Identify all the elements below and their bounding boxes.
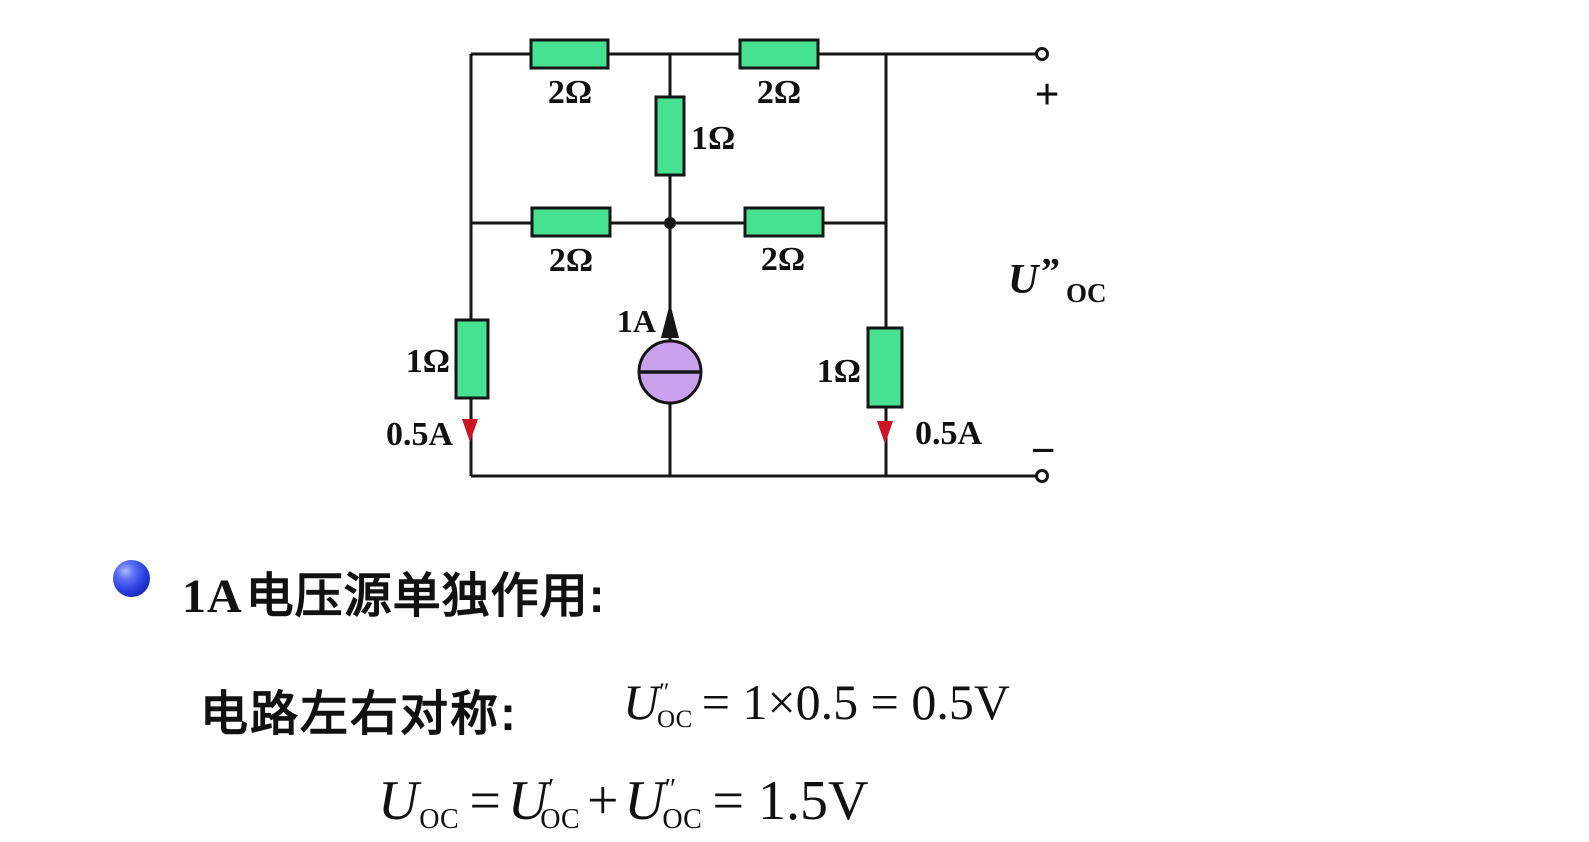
f1-rhs: = 1×0.5 = 0.5V bbox=[701, 674, 1010, 730]
terminal-top-icon bbox=[1035, 47, 1049, 61]
f2-u1: U bbox=[378, 770, 419, 832]
f2-u3: U bbox=[624, 770, 665, 832]
label-r-right: 1Ω bbox=[817, 353, 861, 390]
resistor-left-1ohm bbox=[454, 318, 490, 400]
note-line1-text: 电压源单独作用: bbox=[245, 570, 606, 623]
label-voc-base: U bbox=[1008, 257, 1041, 303]
label-current-left: 0.5A bbox=[386, 416, 454, 453]
resistor-mid-right bbox=[743, 206, 825, 238]
label-r-top-left: 2Ω bbox=[548, 74, 592, 111]
right-current-arrow-icon bbox=[877, 421, 893, 444]
f2-rhs: = 1.5V bbox=[712, 770, 869, 832]
node-dot bbox=[664, 217, 676, 229]
label-terminal-minus: − bbox=[1030, 426, 1055, 475]
f2-u2: U bbox=[507, 770, 549, 832]
f2-u3-sup: ″ bbox=[664, 774, 677, 805]
resistor-right-1ohm bbox=[866, 326, 904, 409]
note-line1-prefix: 1A bbox=[182, 570, 243, 623]
f2-plus: + bbox=[587, 770, 619, 832]
label-source-current: 1A bbox=[617, 303, 656, 339]
label-terminal-plus: + bbox=[1034, 70, 1059, 119]
f2-u1-sub: OC bbox=[419, 803, 460, 835]
note-line1: 1A电压源单独作用: bbox=[182, 556, 606, 626]
formula-uoc-total: UOC=U′OC+U″OC= 1.5V bbox=[378, 770, 869, 835]
left-current-arrow-icon bbox=[462, 419, 478, 442]
f1-u: U bbox=[623, 674, 660, 730]
note-line2-label: 电路左右对称: bbox=[200, 688, 518, 741]
bullet-ball-icon bbox=[113, 560, 150, 597]
label-voc-prime: ” bbox=[1041, 251, 1060, 293]
resistor-mid-left bbox=[530, 206, 612, 238]
f1-sub: OC bbox=[657, 706, 693, 733]
f2-u2-sub: OC bbox=[540, 803, 581, 835]
resistor-top-right bbox=[738, 38, 820, 70]
f1-sup: ″ bbox=[659, 679, 670, 707]
f2-u3-sub: OC bbox=[662, 803, 703, 835]
f2-u2-sup: ′ bbox=[548, 774, 555, 805]
circuit-diagram: 2Ω 2Ω 1Ω 2Ω 2Ω 1Ω 1Ω 1A 0.5A 0.5A + − U … bbox=[386, 38, 1107, 483]
resistor-mid-vertical bbox=[654, 95, 686, 177]
source-arrow-up-icon bbox=[661, 303, 679, 338]
label-voc-sub: OC bbox=[1066, 278, 1107, 308]
label-r-mid-vertical: 1Ω bbox=[691, 120, 735, 157]
label-r-top-right: 2Ω bbox=[757, 74, 801, 111]
resistor-top-left bbox=[529, 38, 610, 70]
label-r-mid-right: 2Ω bbox=[761, 241, 805, 278]
terminal-bottom-icon bbox=[1035, 469, 1049, 483]
label-current-right: 0.5A bbox=[915, 415, 983, 452]
label-r-left: 1Ω bbox=[406, 343, 450, 380]
label-r-mid-left: 2Ω bbox=[549, 242, 593, 279]
formula-uoc-double-prime: U″OC = 1×0.5 = 0.5V bbox=[623, 674, 1010, 733]
f2-eq: = bbox=[469, 770, 501, 832]
